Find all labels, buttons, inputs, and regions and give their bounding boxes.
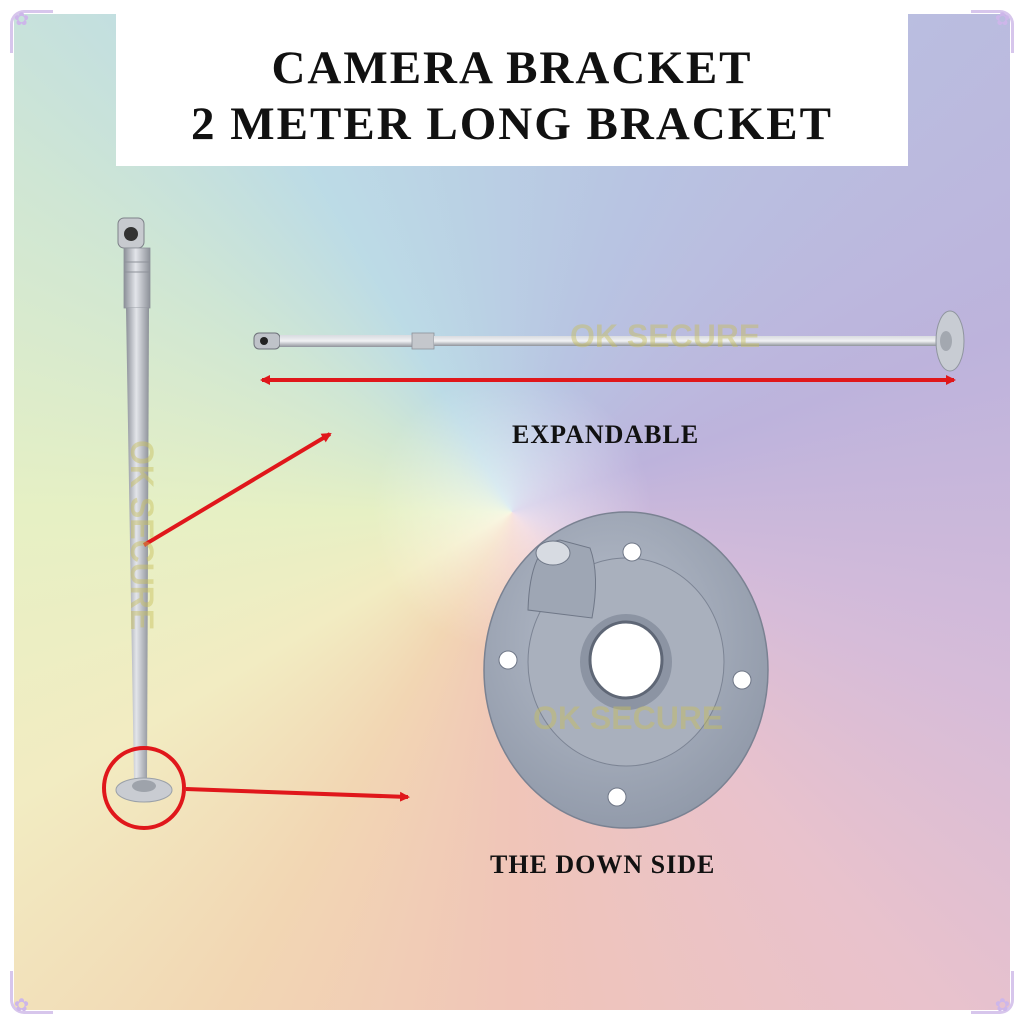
down-side-label: THE DOWN SIDE	[490, 850, 716, 879]
highlight-circle	[102, 746, 186, 830]
vertical-bracket	[115, 217, 173, 803]
corner-decoration	[971, 10, 1014, 53]
corner-decoration	[971, 971, 1014, 1014]
base-arrow	[185, 787, 410, 802]
watermark: OK SECURE	[570, 318, 761, 354]
base-plate-image	[483, 511, 769, 829]
flower-icon: ✿	[14, 9, 30, 29]
annotations	[102, 375, 956, 830]
corner-decoration	[10, 10, 53, 53]
expandable-label: EXPANDABLE	[512, 420, 700, 449]
flower-icon: ✿	[994, 9, 1010, 29]
title-line-1: CAMERA BRACKET	[271, 42, 753, 94]
rainbow-background	[14, 14, 1010, 1010]
flower-icon: ✿	[14, 995, 30, 1015]
title-line-2: 2 METER LONG BRACKET	[191, 98, 833, 150]
flower-icon: ✿	[994, 995, 1010, 1015]
pointer-arrow	[142, 432, 332, 547]
watermark: OK SECURE	[533, 700, 724, 736]
title-banner: CAMERA BRACKET 2 METER LONG BRACKET	[116, 14, 908, 166]
corner-decoration	[10, 971, 53, 1014]
horizontal-bracket	[253, 310, 965, 372]
watermark: OK SECURE	[124, 440, 160, 631]
